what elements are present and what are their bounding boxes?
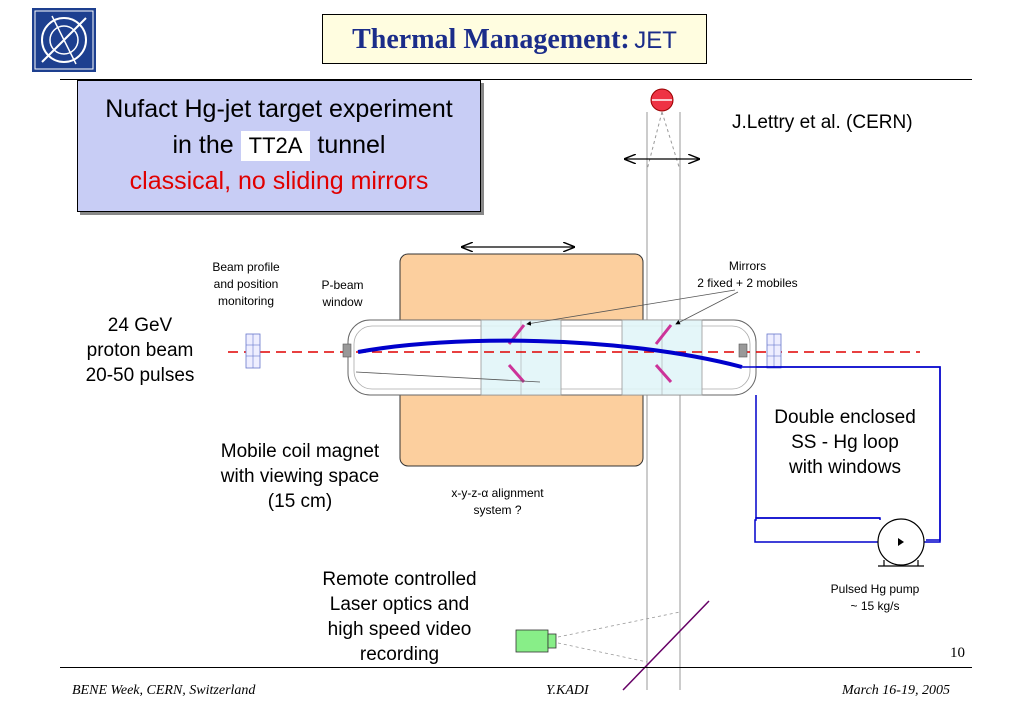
bottom-divider (60, 667, 972, 668)
remote-optics-label: Remote controlled Laser optics and high … (322, 569, 477, 665)
slide-subtitle: JET (634, 27, 677, 54)
alignment-label: x-y-z-α alignment system ? (451, 486, 544, 517)
hg-nozzle-line (355, 371, 541, 383)
laser-cone-right (661, 111, 681, 171)
beam-profile-monitor-right (766, 333, 782, 369)
mirror-3 (654, 324, 673, 345)
camera-sightline-1 (557, 611, 681, 638)
hg-jet-trajectory (357, 338, 743, 369)
hg-loop-label: Double enclosed SS - Hg loop with window… (774, 407, 916, 478)
info-line-2-suffix: tunnel (317, 131, 386, 159)
hg-pump-icon (877, 518, 925, 567)
footer-center: Y.KADI (546, 683, 589, 698)
hg-loop-outer (756, 366, 941, 541)
info-line-2: in the TT2A tunnel (78, 127, 480, 163)
mobile-coil-label: Mobile coil magnet with viewing space (1… (220, 441, 380, 512)
mirror-2 (507, 364, 526, 383)
tt2a-highlight: TT2A (240, 131, 311, 161)
video-camera-icon (515, 629, 557, 653)
info-line-3: classical, no sliding mirrors (129, 167, 429, 195)
author-label: J.Lettry et al. (CERN) (732, 112, 913, 133)
beam-profile-monitor-left (245, 333, 261, 369)
page-number: 10 (950, 645, 965, 661)
slide-title: Thermal Management: (352, 24, 630, 55)
cern-logo (32, 8, 96, 72)
info-line-1: Nufact Hg-jet target experiment (105, 95, 453, 123)
mirror-pointer-1 (526, 289, 736, 326)
laser-cone-left (646, 111, 663, 171)
cern-logo-icon (32, 8, 96, 72)
mirror-pointer-2 (675, 291, 739, 325)
p-beam-window-left (342, 343, 352, 358)
pump-label: Pulsed Hg pump ~ 15 kg/s (830, 582, 920, 613)
footer-right: March 16-19, 2005 (842, 683, 950, 698)
mirrors-label: Mirrors 2 fixed + 2 mobiles (697, 259, 798, 290)
proton-beam-label: 24 GeV proton beam 20-50 pulses (85, 315, 195, 386)
title-box: Thermal Management: JET (322, 14, 707, 64)
optics-mirror-diagonal (622, 600, 710, 691)
info-line-2-prefix: in the (172, 131, 234, 159)
camera-sightline-2 (557, 642, 648, 663)
p-beam-window-label: P-beam window (321, 278, 364, 309)
footer-left: BENE Week, CERN, Switzerland (72, 683, 256, 698)
mirror-4 (654, 364, 673, 383)
hg-loop-return (755, 395, 880, 519)
info-box: Nufact Hg-jet target experiment in the T… (77, 80, 481, 212)
beam-profile-label: Beam profile and position monitoring (212, 260, 280, 308)
top-divider (60, 79, 972, 80)
p-beam-window-right (738, 343, 748, 358)
